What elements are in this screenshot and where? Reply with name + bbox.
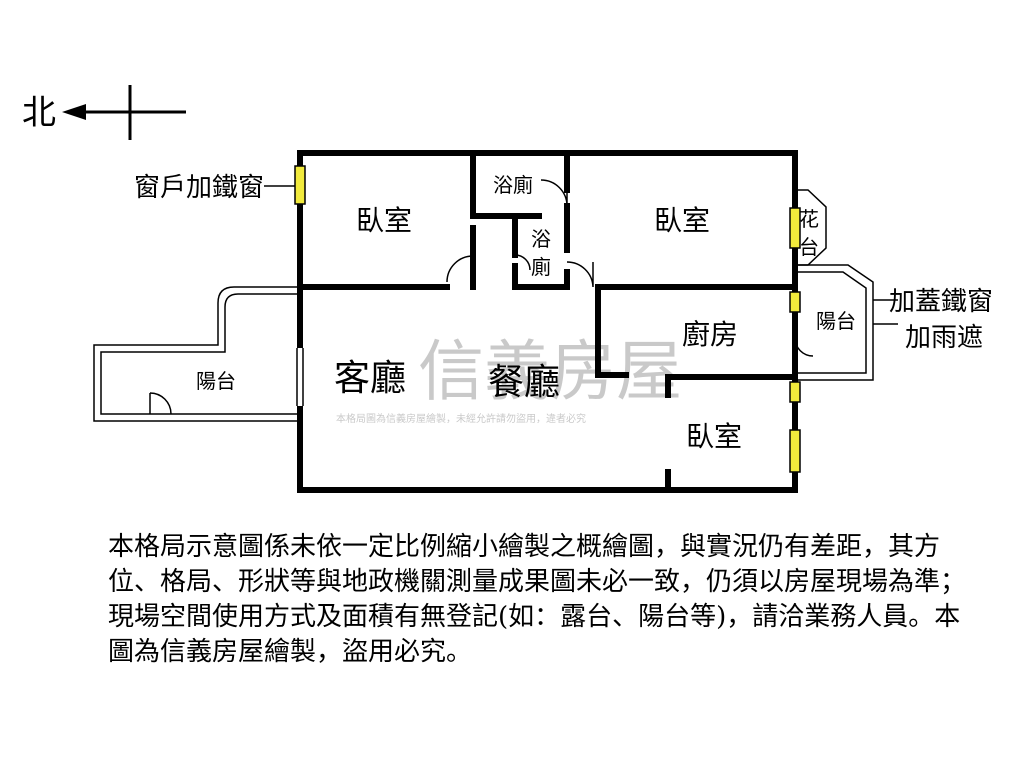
window-kitchen [789, 291, 801, 313]
label-right-note-2: 加雨遮 [905, 323, 983, 353]
living-balcony-opening [294, 348, 306, 406]
watermark: 信義房屋 本格局圖為信義房屋繪製，未經允許請勿盜用，違者必究 [336, 333, 682, 425]
disclaimer-text: 本格局示意圖係未依一定比例縮小繪製之概繪圖，與實況仍有差距，其方位、格局、形狀等… [108, 532, 967, 667]
doors [446, 179, 814, 357]
balcony-left-outline [93, 286, 300, 422]
window-bedroom-2 [789, 207, 801, 249]
window-bedroom-3b [789, 429, 801, 473]
watermark-brand: 信義房屋 [418, 333, 682, 410]
label-bedroom-1: 臥室 [356, 204, 412, 237]
label-balcony-left: 陽台 [196, 369, 236, 393]
label-dining-room: 餐廳 [488, 362, 560, 403]
label-living-room: 客廳 [334, 358, 406, 399]
label-balcony-right: 陽台 [816, 309, 856, 333]
north-label: 北 [22, 93, 56, 133]
label-bath-1: 浴廁 [493, 173, 533, 197]
balcony-left-door [149, 392, 172, 415]
label-bath-2-top: 浴 [531, 227, 551, 251]
window-bedroom-3a [789, 381, 801, 403]
label-right-note-1: 加蓋鐵窗 [889, 287, 993, 317]
walls [297, 150, 798, 493]
balcony-right-outline [795, 189, 898, 381]
label-flower-bed-top: 花 [799, 207, 819, 231]
label-bedroom-3: 臥室 [686, 420, 742, 453]
label-flower-bed-bottom: 台 [799, 235, 819, 259]
windows [294, 165, 801, 473]
window-bedroom-1 [294, 165, 306, 205]
label-bedroom-2: 臥室 [654, 204, 710, 237]
label-bath-2-bottom: 廁 [531, 255, 551, 279]
label-kitchen: 廚房 [682, 318, 738, 351]
label-window-note: 窗戶加鐵窗 [134, 173, 264, 203]
north-compass: 北 [22, 85, 186, 140]
watermark-notice: 本格局圖為信義房屋繪製，未經允許請勿盜用，違者必究 [336, 412, 586, 425]
